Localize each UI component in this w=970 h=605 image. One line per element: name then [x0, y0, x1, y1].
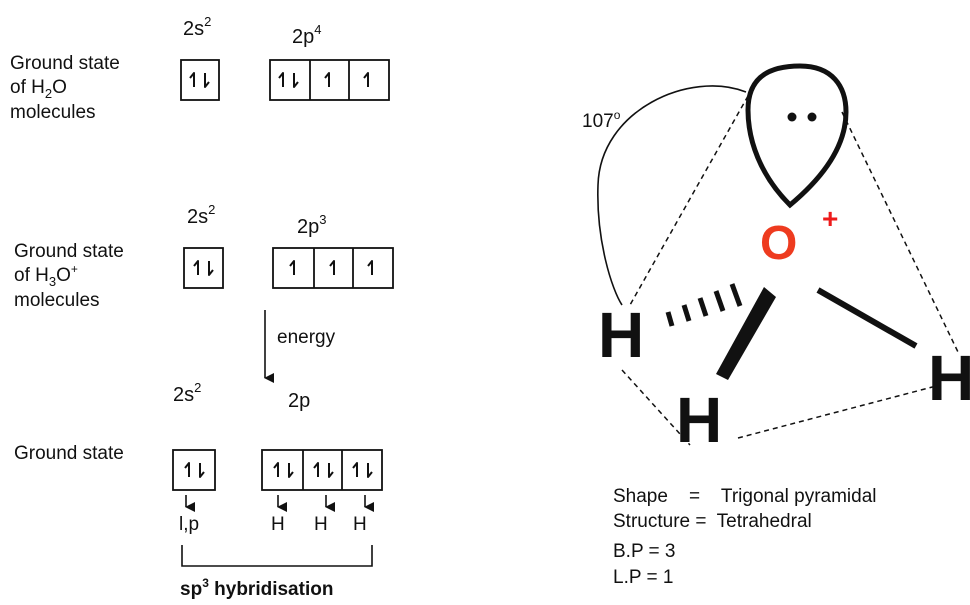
s-orbital-label-2: 2s2 [187, 202, 216, 228]
wedge-bond [716, 287, 776, 380]
assignment-lp: l,p [179, 514, 200, 535]
hashed-bond [665, 283, 743, 327]
shape-line: Shape = Trigonal pyramidal [613, 486, 877, 507]
energy-label: energy [277, 327, 336, 348]
assignment-h-2: H [314, 514, 328, 535]
hydrogen-atom-right: H [928, 342, 970, 414]
s-orbital-label-1: 2s2 [183, 14, 212, 40]
assignment-h-3: H [353, 514, 367, 535]
p-orbital-box-2 [272, 247, 394, 289]
s-orbital-box-2 [183, 247, 224, 289]
lone-pair-lobe [745, 63, 849, 209]
assignment-h-1: H [271, 514, 285, 535]
oxygen-atom: O [760, 217, 798, 270]
p-orbital-label-1: 2p4 [292, 22, 322, 48]
s-orbital-box-3 [172, 449, 216, 491]
lone-pair-electron-2 [807, 112, 817, 122]
lone-pair-electron-1 [787, 112, 797, 122]
hybridisation-label: sp3 hybridisation [180, 576, 334, 600]
h3o-state-label: Ground state of H3O+ molecules [14, 241, 124, 311]
bond-pair-line: B.P = 3 [613, 541, 676, 562]
p-orbital-label-2: 2p3 [297, 212, 327, 238]
structure-line: Structure = Tetrahedral [613, 511, 812, 532]
p-orbital-box-3 [261, 449, 383, 491]
positive-charge: + [822, 203, 839, 234]
single-bond [816, 287, 918, 349]
p-orbital-box-1 [269, 59, 390, 101]
h2o-state-label: Ground state of H2O molecules [10, 53, 120, 123]
ground-state-label: Ground state [14, 443, 124, 464]
bond-angle-label: 107o [582, 108, 621, 132]
s-orbital-box-1 [180, 59, 220, 101]
p-orbital-label-3: 2p [288, 390, 311, 412]
lone-pair-line: L.P = 1 [613, 567, 674, 588]
hydrogen-atom-bottom: H [676, 384, 723, 456]
tetrahedral-outline [621, 95, 959, 446]
hydrogen-atom-left: H [598, 299, 645, 371]
s-orbital-label-3: 2s2 [173, 380, 202, 406]
hybridisation-bracket [181, 545, 373, 567]
